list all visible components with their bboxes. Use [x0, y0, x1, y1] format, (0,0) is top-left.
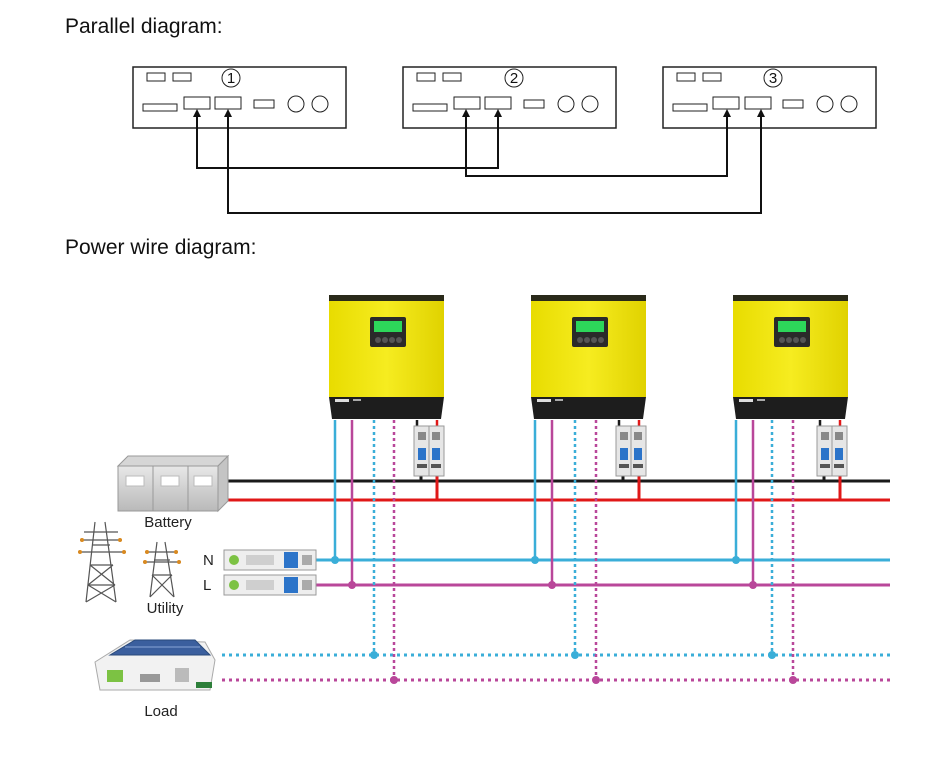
- parallel-unit-1: 1: [132, 66, 347, 129]
- parallel-unit-2: 2: [402, 66, 617, 129]
- load-label: Load: [144, 703, 177, 720]
- neutral-label: N: [203, 552, 214, 569]
- house-icon: [94, 639, 216, 691]
- insulators: [78, 538, 181, 564]
- parallel-diagram-title: Parallel diagram:: [65, 15, 223, 38]
- parallel-cables: [196, 111, 762, 214]
- cable-arrows: [193, 109, 765, 117]
- inverter-1-wiring: [331, 420, 445, 684]
- unit-number-1: 1: [227, 70, 235, 87]
- load-bus: [222, 653, 890, 682]
- utility-bus: [316, 558, 890, 587]
- parallel-port-a: [453, 96, 481, 110]
- inverter-3: [733, 295, 848, 419]
- power-wire-diagram-title: Power wire diagram:: [65, 236, 257, 259]
- utility-tower-icon: [78, 521, 181, 603]
- battery-label: Battery: [144, 514, 192, 531]
- utility-label: Utility: [147, 600, 184, 617]
- parallel-port-a: [712, 96, 740, 110]
- unit-number-2: 2: [510, 70, 518, 87]
- battery-bus: [222, 479, 890, 502]
- neutral-breaker: [223, 549, 317, 571]
- inverter-2-wiring: [531, 420, 647, 684]
- line-breaker: [223, 574, 317, 596]
- inverter-1: [329, 295, 444, 419]
- parallel-diagram: 1 2 3: [132, 66, 877, 214]
- line-label: L: [203, 577, 211, 594]
- unit-number-3: 3: [769, 70, 777, 87]
- inverter-2: [531, 295, 646, 419]
- parallel-port-b: [744, 96, 772, 110]
- parallel-unit-3: 3: [662, 66, 877, 129]
- inverter-3-wiring: [732, 420, 848, 684]
- battery-icon: [116, 454, 230, 513]
